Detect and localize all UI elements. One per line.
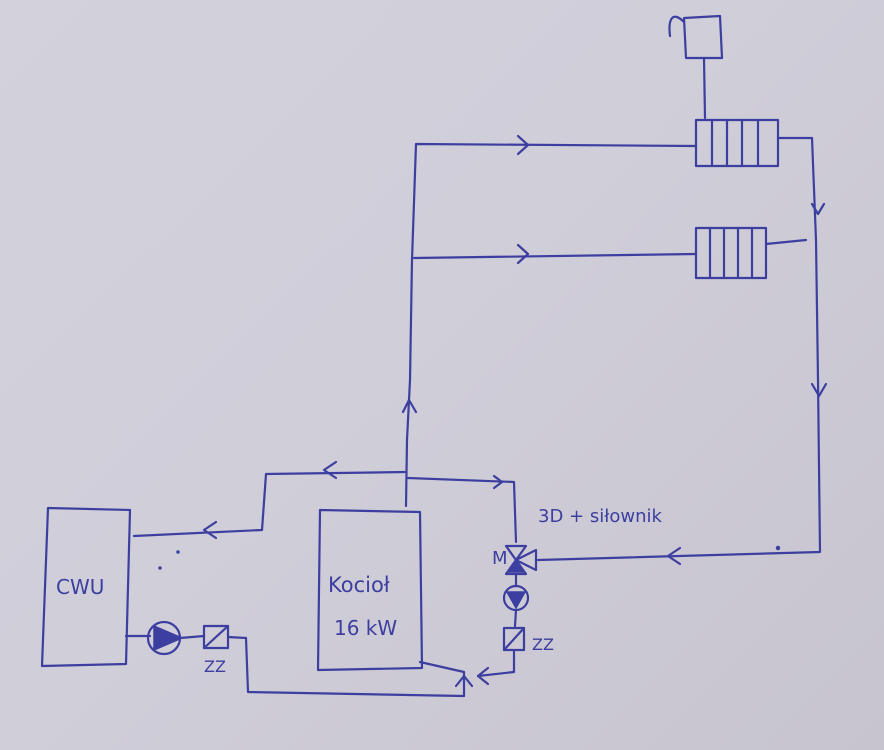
pencil-dot [176, 550, 180, 554]
valve-label: 3D + siłownik [538, 506, 662, 527]
dhw-tank: CWU [40, 506, 132, 668]
strainer-left: ZZ [202, 624, 248, 676]
strainer-right: ZZ [476, 626, 554, 678]
strainer-right-label: ZZ [532, 635, 554, 654]
boiler: Kocioł 16 kW [316, 508, 424, 672]
boiler-label-1: Kocioł [328, 573, 390, 597]
boiler-return-pipe [244, 636, 490, 698]
actuator-mark: M [492, 548, 508, 569]
expansion-vessel [668, 14, 724, 120]
radiator-lower [694, 226, 768, 280]
dhw-tank-label: CWU [56, 575, 104, 599]
boiler-to-valve-pipe [406, 474, 518, 544]
radiator-upper [694, 118, 780, 168]
pencil-dot [158, 566, 162, 570]
boiler-label-2: 16 kW [334, 616, 397, 640]
pump-right [502, 572, 530, 628]
dhw-supply-pipe [132, 460, 408, 540]
three-way-valve: M 3D + siłownik [492, 506, 662, 576]
supply-piping [401, 134, 698, 508]
return-piping [536, 136, 828, 566]
strainer-left-label: ZZ [204, 657, 226, 676]
pump-left [124, 620, 206, 656]
